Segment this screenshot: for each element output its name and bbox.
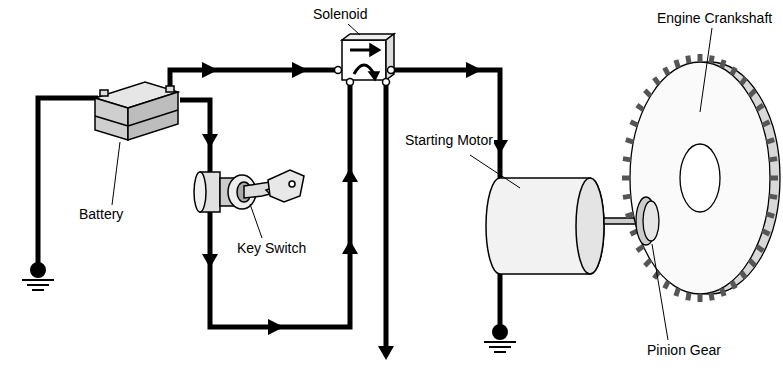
pinion-gear	[636, 197, 659, 245]
ground-symbols	[22, 263, 516, 352]
starting-motor	[486, 178, 644, 274]
part-label: Battery	[78, 206, 124, 222]
crankshaft-gear	[622, 54, 780, 302]
part-label: Engine Crankshaft	[656, 10, 773, 26]
battery	[95, 82, 178, 140]
solenoid	[335, 34, 395, 86]
leader-lines	[112, 24, 712, 340]
part-label: Starting Motor	[404, 132, 494, 148]
part-label: Pinion Gear	[646, 342, 722, 358]
wires	[38, 70, 500, 350]
current-arrows	[202, 62, 508, 360]
part-label: Key Switch	[236, 240, 307, 256]
key-switch	[194, 170, 304, 212]
part-label: Solenoid	[312, 6, 369, 22]
